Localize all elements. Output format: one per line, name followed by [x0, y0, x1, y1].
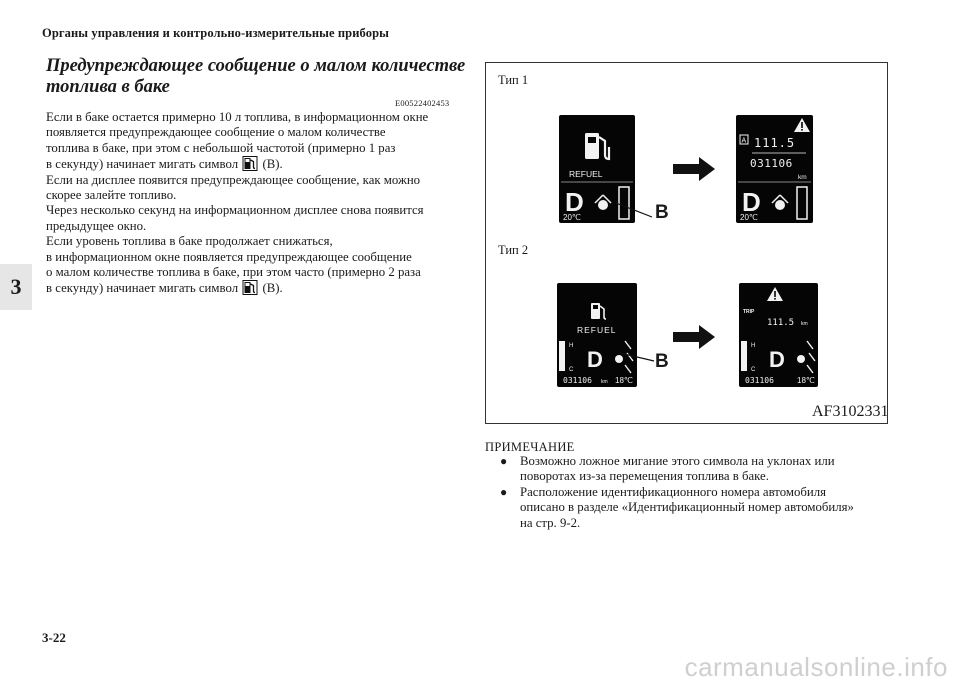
trip-badge	[739, 134, 749, 145]
type2-label: Тип 2	[498, 243, 529, 257]
display-type2-refuel: REFUEL H C D 031106 km 18℃	[557, 283, 637, 387]
body-line: скорее залейте топливо.	[46, 188, 177, 203]
gauge-c: C	[569, 367, 574, 373]
trip-badge-letter: A	[742, 138, 747, 145]
fuel-warning-icon	[615, 355, 623, 363]
display-temp: 20℃	[563, 213, 581, 222]
fuel-warning-icon	[797, 355, 805, 363]
gauge-bars	[771, 186, 808, 220]
figure-id: AF3102331	[812, 403, 889, 420]
figure-frame: Тип 1 Тип 2 AF3102331 REFUEL D 20℃ A 111…	[485, 62, 888, 424]
body-text-part: в секунду) начинает мигать символ	[46, 157, 239, 172]
display-gear: D	[769, 347, 785, 372]
display-unit: km	[601, 379, 608, 385]
note-line: описано в разделе «Идентификационный ном…	[520, 500, 854, 515]
section-code: E00522402453	[395, 98, 450, 108]
fuel-warning-icon	[775, 200, 785, 210]
page-number: 3-22	[42, 630, 66, 645]
display-unit: km	[801, 321, 808, 327]
body-line: появляется предупреждающее сообщение о м…	[46, 125, 386, 140]
note-item: ● Расположение идентификационного номера…	[500, 485, 900, 531]
note-list: ● Возможно ложное мигание этого символа …	[500, 454, 900, 531]
callout-b-pointer	[619, 352, 655, 362]
arrow-right-icon	[673, 325, 715, 349]
fuel-bar	[741, 341, 747, 371]
body-line: Если на дисплее появится предупреждающее…	[46, 172, 421, 187]
fuel-warning-icon	[598, 200, 608, 210]
display-gear: D	[565, 187, 584, 217]
callout-b-label: B	[655, 202, 669, 223]
callout-b-label: B	[655, 351, 669, 372]
trip-badge: TRIP	[743, 309, 755, 315]
note-line: на стр. 9-2.	[520, 515, 581, 530]
display-type2-trip: TRIP 111.5 km H C D 031106 18℃	[739, 283, 818, 387]
body-line: в секунду) начинает мигать символ (B).	[46, 156, 456, 172]
bullet-icon: ●	[500, 454, 508, 468]
display-gear: D	[587, 347, 603, 372]
display-unit: km	[798, 174, 807, 181]
body-text-part: в секунду) начинает мигать символ	[46, 281, 239, 296]
bullet-icon: ●	[500, 484, 508, 499]
body-line: предыдущее окно.	[46, 218, 147, 233]
note-line: Расположение идентификационного номера а…	[520, 484, 827, 499]
display-message: REFUEL	[569, 169, 603, 179]
display-type1-refuel: REFUEL D 20℃	[559, 115, 635, 223]
fuel-bar	[559, 341, 565, 371]
body-line: Если уровень топлива в баке продолжает с…	[46, 234, 333, 249]
body-text-part: (B).	[262, 157, 283, 172]
body-line: в информационном окне появляется предупр…	[46, 249, 412, 264]
display-temp: 18℃	[797, 376, 815, 385]
fuel-pump-icon	[242, 156, 258, 172]
display-odo: 031106	[563, 376, 592, 385]
display-gear: D	[742, 187, 761, 217]
body-text-part: (B).	[262, 281, 283, 296]
type1-label: Тип 1	[498, 73, 529, 87]
gauge-bars	[806, 340, 816, 374]
fuel-pump-icon	[242, 280, 258, 296]
fuel-pump-icon	[585, 133, 611, 161]
display-message: REFUEL	[577, 325, 617, 335]
display-odo: 031106	[750, 157, 793, 170]
page-header: Органы управления и контрольно-измерител…	[42, 26, 389, 40]
body-line: в секунду) начинает мигать символ (B).	[46, 280, 456, 296]
body-line: о малом количестве топлива в баке, при э…	[46, 265, 421, 280]
gauge-h: H	[751, 343, 755, 349]
body-line: Через несколько секунд на информационном…	[46, 203, 424, 218]
display-temp: 18℃	[615, 376, 633, 385]
display-temp: 20℃	[740, 213, 758, 222]
section-body: Если в баке остается примерно 10 л топли…	[46, 110, 456, 297]
warning-triangle-icon	[767, 287, 783, 301]
fuel-pump-icon	[591, 303, 607, 320]
warning-triangle-icon	[794, 118, 810, 132]
chapter-tab: 3	[0, 264, 32, 310]
title-line-2: топлива в баке	[46, 77, 170, 97]
body-line: топлива в баке, при этом с небольшой час…	[46, 140, 396, 155]
note-line: поворотах из-за перемещения топлива в ба…	[520, 469, 769, 484]
note-heading: ПРИМЕЧАНИЕ	[485, 440, 575, 454]
watermark: carmanualsonline.info	[684, 652, 948, 682]
arrow-right-icon	[673, 157, 715, 181]
body-line: Если в баке остается примерно 10 л топли…	[46, 110, 429, 124]
gauge-h: H	[569, 343, 573, 349]
display-trip: 111.5	[754, 136, 795, 150]
section-title: Предупреждающее сообщение о малом количе…	[46, 56, 466, 98]
gauge-c: C	[751, 367, 756, 373]
callout-b-pointer	[615, 202, 653, 218]
gauge-bars	[594, 186, 630, 220]
note-item: ● Возможно ложное мигание этого символа …	[500, 454, 900, 485]
title-line-1: Предупреждающее сообщение о малом количе…	[46, 56, 466, 76]
display-odo: 031106	[745, 376, 774, 385]
display-trip: 111.5	[767, 318, 794, 328]
display-type1-trip: A 111.5 031106 km D 20℃	[736, 115, 813, 223]
note-line: Возможно ложное мигание этого символа на…	[520, 454, 835, 468]
